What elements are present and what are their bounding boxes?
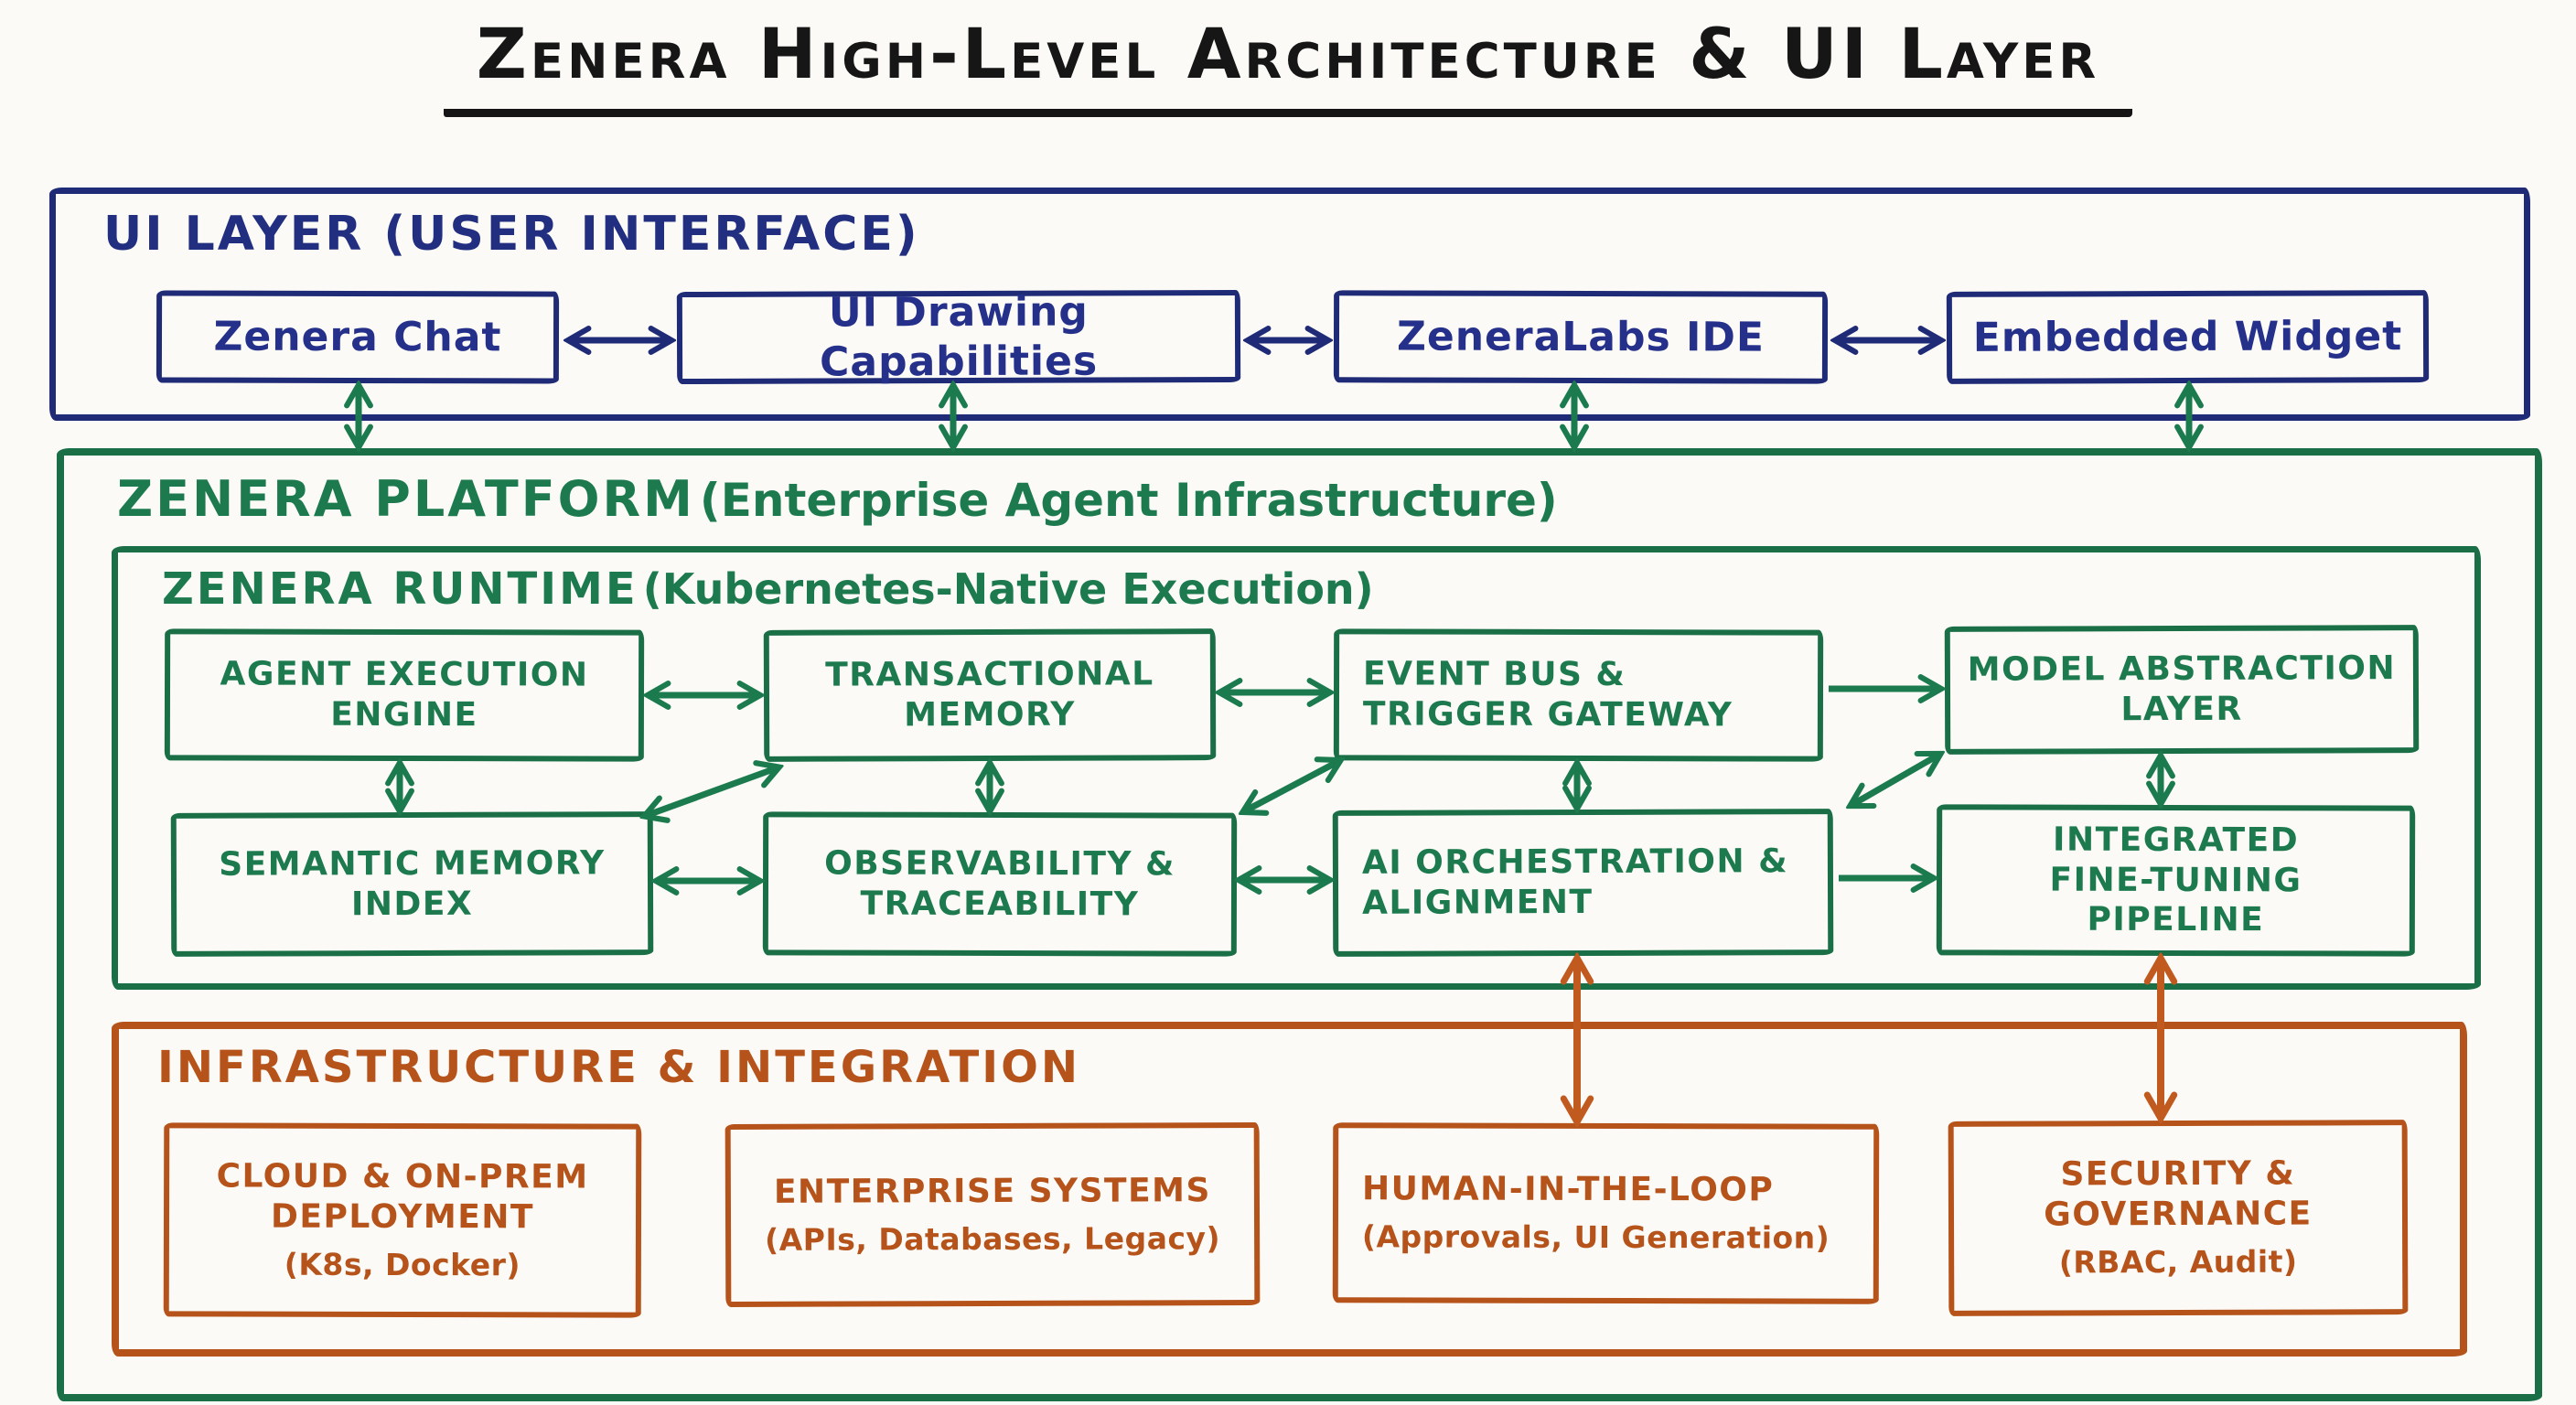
node-zeneralabs-ide: ZeneraLabs IDE	[1333, 290, 1829, 384]
ui-layer-container: UI LAYER (USER INTERFACE)	[49, 188, 2530, 421]
node-observability-traceability: OBSERVABILITY & TRACEABILITY	[762, 811, 1238, 957]
infrastructure-container: INFRASTRUCTURE & INTEGRATION	[112, 1022, 2467, 1357]
node-integrated-fine-tuning-pipeline-label: INTEGRATED FINE-TUNING PIPELINE	[2049, 820, 2302, 939]
node-enterprise-systems-subtitle: (APIs, Databases, Legacy)	[765, 1219, 1221, 1258]
runtime-heading-row: ZENERA RUNTIME (Kubernetes-Native Execut…	[162, 563, 1374, 615]
node-ui-drawing-capabilities-label: UI Drawing Capabilities	[819, 288, 1099, 386]
node-security-governance-subtitle: (RBAC, Audit)	[2058, 1243, 2298, 1281]
node-zenera-chat: Zenera Chat	[156, 290, 560, 384]
node-ui-drawing-capabilities: UI Drawing Capabilities	[676, 288, 1241, 386]
node-zeneralabs-ide-label: ZeneraLabs IDE	[1396, 313, 1766, 361]
runtime-heading: ZENERA RUNTIME	[162, 563, 639, 615]
node-agent-execution-engine-label: AGENT EXECUTION ENGINE	[220, 655, 589, 735]
node-embedded-widget: Embedded Widget	[1946, 290, 2430, 384]
zenera-platform-container: ZENERA PLATFORM (Enterprise Agent Infras…	[57, 448, 2542, 1401]
node-ai-orchestration-alignment-label: AI ORCHESTRATION & ALIGNMENT	[1361, 842, 1789, 922]
node-integrated-fine-tuning-pipeline: INTEGRATED FINE-TUNING PIPELINE	[1936, 804, 2416, 957]
node-zenera-chat-label: Zenera Chat	[213, 313, 502, 361]
node-security-governance: SECURITY & GOVERNANCE (RBAC, Audit)	[1948, 1120, 2409, 1316]
node-human-in-the-loop: HUMAN-IN-THE-LOOP (Approvals, UI Generat…	[1332, 1122, 1880, 1304]
node-event-bus-trigger-gateway: EVENT BUS & TRIGGER GATEWAY	[1333, 628, 1824, 762]
node-security-governance-title: SECURITY & GOVERNANCE	[2044, 1155, 2313, 1234]
diagram-title-area: Zenera High-Level Architecture & UI Laye…	[0, 13, 2576, 117]
node-cloud-on-prem-deployment: CLOUD & ON-PREM DEPLOYMENT (K8s, Docker)	[163, 1122, 642, 1318]
node-enterprise-systems: ENTERPRISE SYSTEMS (APIs, Databases, Leg…	[724, 1121, 1261, 1308]
node-model-abstraction-layer-label: MODEL ABSTRACTION LAYER	[1967, 649, 2397, 729]
platform-subheading: (Enterprise Agent Infrastructure)	[699, 474, 1558, 527]
platform-heading-row: ZENERA PLATFORM (Enterprise Agent Infras…	[117, 470, 1558, 528]
node-cloud-on-prem-deployment-title: CLOUD & ON-PREM DEPLOYMENT	[216, 1157, 589, 1237]
zenera-runtime-container: ZENERA RUNTIME (Kubernetes-Native Execut…	[112, 546, 2481, 990]
node-cloud-on-prem-deployment-subtitle: (K8s, Docker)	[284, 1246, 521, 1283]
platform-heading: ZENERA PLATFORM	[117, 470, 695, 528]
node-semantic-memory-index: SEMANTIC MEMORY INDEX	[170, 811, 654, 957]
node-human-in-the-loop-title: HUMAN-IN-THE-LOOP	[1362, 1170, 1775, 1209]
node-embedded-widget-label: Embedded Widget	[1972, 312, 2403, 361]
node-ai-orchestration-alignment: AI ORCHESTRATION & ALIGNMENT	[1332, 809, 1834, 957]
node-enterprise-systems-title: ENTERPRISE SYSTEMS	[773, 1172, 1211, 1211]
ui-layer-heading: UI LAYER (USER INTERFACE)	[103, 207, 920, 262]
runtime-subheading: (Kubernetes-Native Execution)	[642, 564, 1374, 614]
node-semantic-memory-index-label: SEMANTIC MEMORY INDEX	[219, 843, 606, 923]
infrastructure-heading: INFRASTRUCTURE & INTEGRATION	[157, 1042, 1081, 1093]
node-observability-traceability-label: OBSERVABILITY & TRACEABILITY	[824, 844, 1176, 923]
node-human-in-the-loop-subtitle: (Approvals, UI Generation)	[1361, 1218, 1830, 1256]
node-event-bus-trigger-gateway-label: EVENT BUS & TRIGGER GATEWAY	[1362, 655, 1733, 735]
node-agent-execution-engine: AGENT EXECUTION ENGINE	[164, 628, 645, 762]
page-title: Zenera High-Level Architecture & UI Laye…	[443, 13, 2133, 117]
node-model-abstraction-layer: MODEL ABSTRACTION LAYER	[1944, 625, 2420, 755]
node-transactional-memory: TRANSACTIONAL MEMORY	[763, 628, 1217, 762]
node-transactional-memory-label: TRANSACTIONAL MEMORY	[825, 655, 1154, 735]
